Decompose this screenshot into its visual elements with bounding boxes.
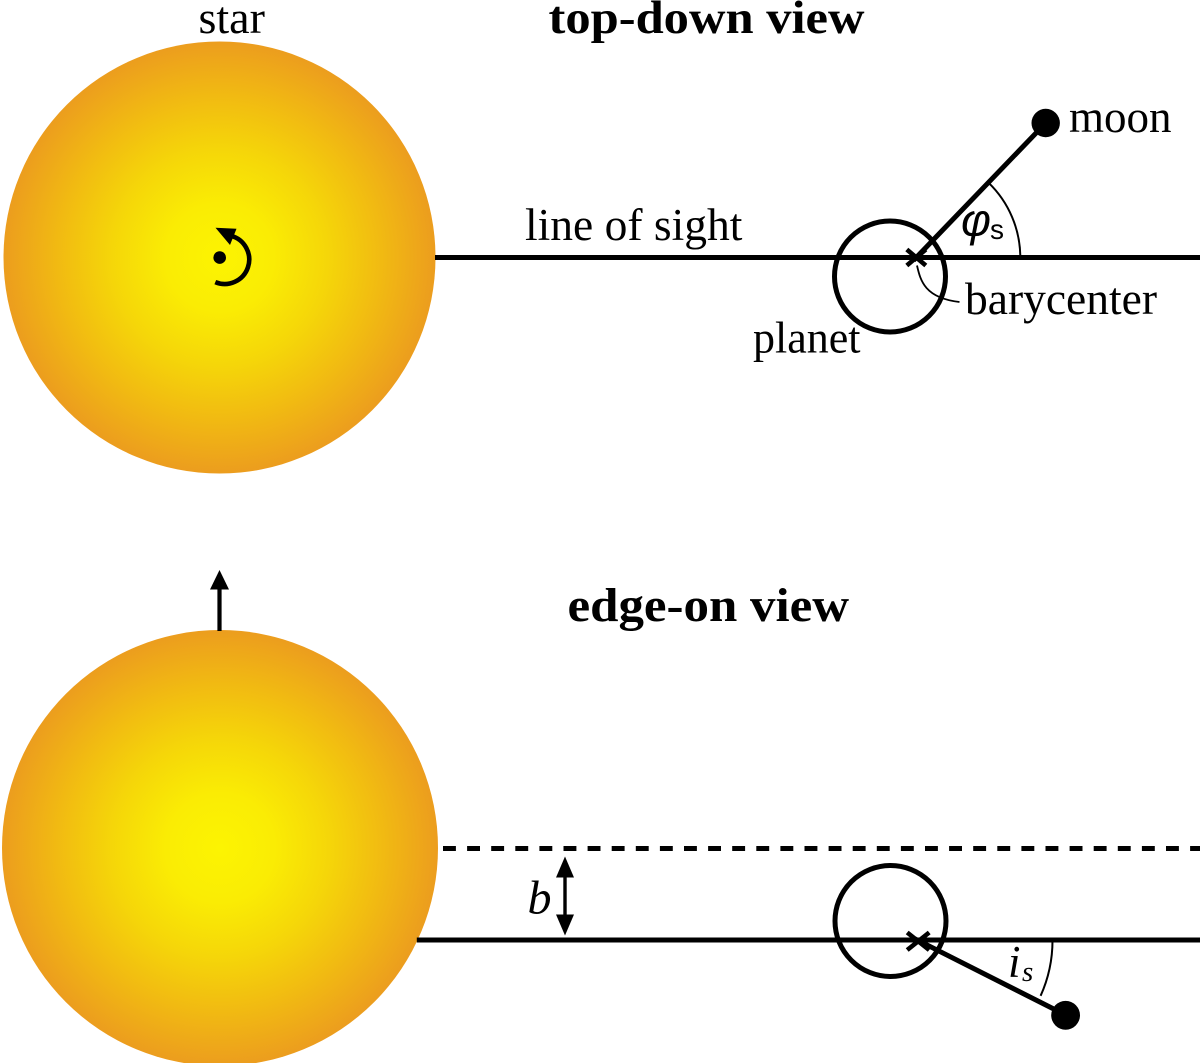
svg-text:φ: φ [961,194,991,246]
svg-text:i: i [1008,937,1021,987]
svg-text:planet: planet [753,313,861,362]
svg-text:b: b [528,872,552,925]
svg-text:moon: moon [1069,92,1172,142]
svg-text:line of sight: line of sight [525,199,743,250]
svg-text:top-down view: top-down view [549,0,865,44]
svg-text:s: s [1022,956,1033,988]
svg-text:star: star [199,0,265,43]
svg-text:barycenter: barycenter [965,273,1157,324]
svg-text:s: s [990,214,1004,245]
svg-text:edge-on view: edge-on view [568,580,850,632]
